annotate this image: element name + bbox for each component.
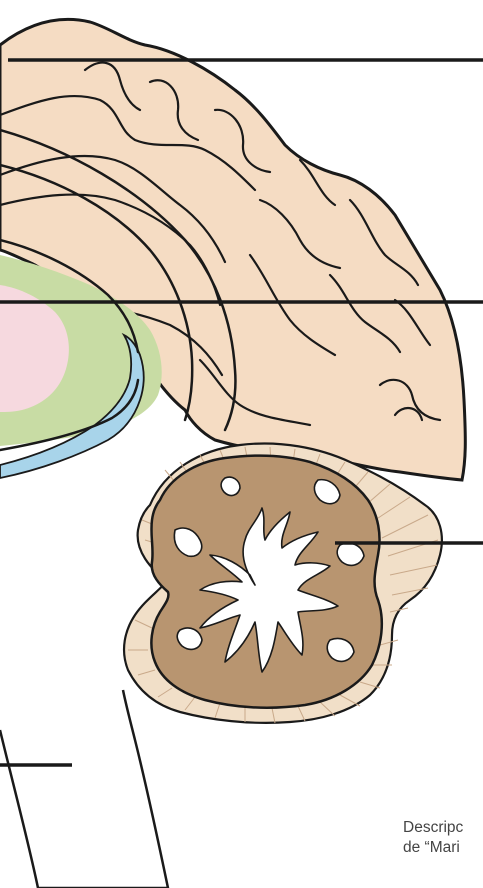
description-caption: Descripc de “Mari xyxy=(403,818,483,858)
brainstem xyxy=(0,690,168,888)
caption-line-1: Descripc xyxy=(403,818,483,838)
caption-line-2: de “Mari xyxy=(403,838,483,858)
